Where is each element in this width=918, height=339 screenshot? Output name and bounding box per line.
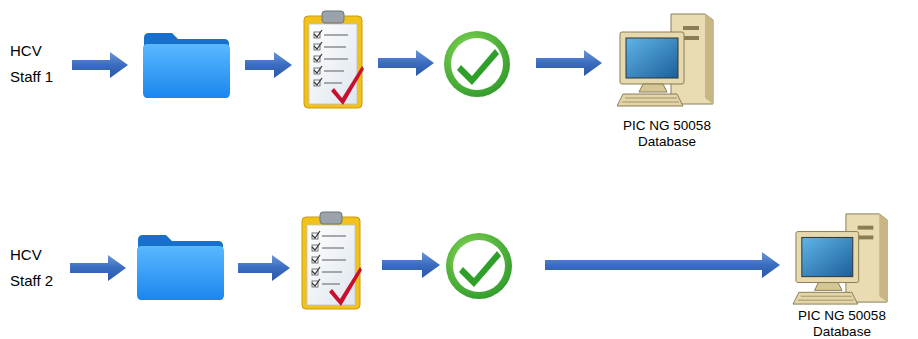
computer-symbol [793, 214, 887, 304]
checklist-icon [304, 11, 364, 108]
flow-arrow [378, 50, 434, 76]
flow-arrow [245, 52, 292, 78]
approved-check [444, 31, 510, 97]
flow-arrow [382, 252, 440, 278]
database-node: PIC NG 50058 Database [604, 10, 730, 172]
approved-check [446, 233, 512, 299]
staff-label: HCV Staff 2 [10, 242, 64, 294]
staff-label: HCV Staff 1 [10, 38, 64, 90]
computer-icon [792, 210, 892, 308]
flow-arrow [70, 255, 126, 281]
computer-symbol [617, 14, 713, 106]
flow-arrow [72, 52, 128, 78]
flow-arrow [238, 255, 290, 281]
checklist-icon [302, 212, 362, 309]
folder-icon [137, 235, 224, 300]
database-node: PIC NG 50058 Database [778, 210, 906, 339]
flow-arrow [536, 50, 602, 76]
folder-icon [143, 33, 230, 98]
database-label: PIC NG 50058 Database [786, 308, 898, 339]
computer-icon [617, 10, 717, 110]
database-label: PIC NG 50058 Database [611, 118, 723, 150]
flow-arrow [545, 252, 780, 278]
